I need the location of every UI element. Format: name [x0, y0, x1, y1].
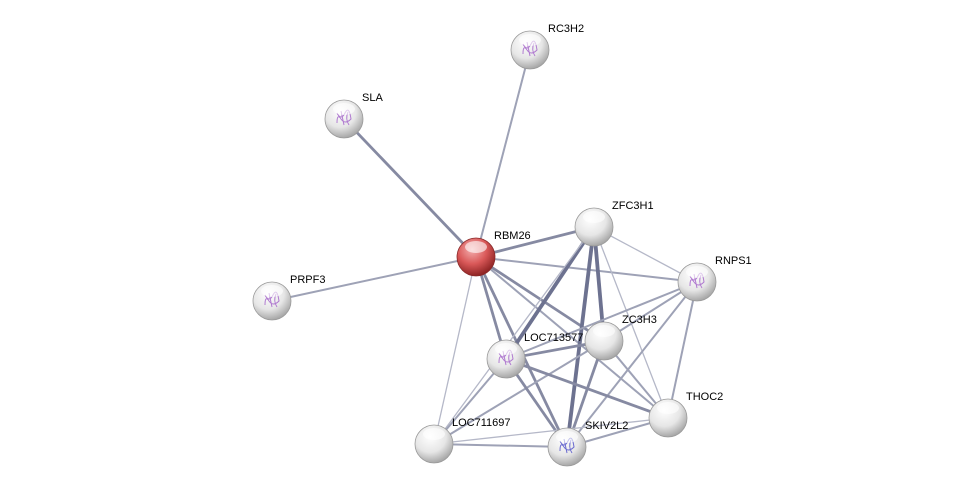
node-highlight — [333, 103, 355, 115]
node-prpf3[interactable] — [252, 281, 292, 321]
edge-skiv2l2-loc711697[interactable] — [433, 443, 568, 448]
edge-zfc3h1-thoc2[interactable] — [593, 226, 669, 419]
node-label-loc711697: LOC711697 — [452, 417, 511, 429]
node-thoc2[interactable] — [648, 398, 688, 438]
node-loc711697[interactable] — [414, 424, 454, 464]
node-label-zc3h3: ZC3H3 — [622, 314, 657, 326]
node-zc3h3[interactable] — [584, 321, 624, 361]
node-loc713577[interactable] — [486, 339, 526, 379]
node-zfc3h1[interactable] — [574, 207, 614, 247]
node-highlight — [423, 428, 445, 440]
node-highlight — [657, 402, 679, 414]
node-skiv2l2[interactable] — [547, 427, 587, 467]
edge-rbm26-sla[interactable] — [342, 118, 478, 258]
node-highlight — [495, 343, 517, 355]
node-label-rc3h2: RC3H2 — [548, 23, 584, 35]
edge-zfc3h1-skiv2l2[interactable] — [565, 226, 596, 448]
edge-rnps1-skiv2l2[interactable] — [566, 281, 698, 448]
node-highlight — [519, 34, 541, 46]
node-highlight — [465, 241, 487, 253]
edge-rbm26-rnps1[interactable] — [475, 256, 698, 283]
node-label-zfc3h1: ZFC3H1 — [612, 200, 654, 212]
node-label-thoc2: THOC2 — [686, 391, 723, 403]
edge-rbm26-prpf3[interactable] — [271, 256, 477, 302]
node-label-loc713577: LOC713577 — [524, 332, 583, 344]
edge-rnps1-thoc2[interactable] — [667, 281, 698, 419]
node-highlight — [583, 211, 605, 223]
node-label-prpf3: PRPF3 — [290, 274, 325, 286]
node-highlight — [593, 325, 615, 337]
edge-rbm26-thoc2[interactable] — [475, 256, 669, 419]
node-rc3h2[interactable] — [510, 30, 550, 70]
node-label-rbm26: RBM26 — [494, 230, 531, 242]
node-label-sla: SLA — [362, 92, 383, 104]
edge-rbm26-loc711697[interactable] — [433, 256, 477, 445]
node-label-rnps1: RNPS1 — [715, 255, 752, 267]
edge-rnps1-loc713577[interactable] — [505, 281, 698, 360]
edge-loc713577-thoc2[interactable] — [505, 357, 669, 420]
node-rbm26[interactable] — [456, 237, 496, 277]
node-label-skiv2l2: SKIV2L2 — [585, 420, 628, 432]
edge-rbm26-zfc3h1[interactable] — [475, 225, 595, 259]
node-sla[interactable] — [324, 99, 364, 139]
node-rnps1[interactable] — [677, 262, 717, 302]
edge-zfc3h1-loc713577[interactable] — [504, 225, 596, 361]
node-highlight — [261, 285, 283, 297]
edge-zfc3h1-rnps1[interactable] — [593, 226, 698, 283]
edge-zfc3h1-loc711697[interactable] — [433, 226, 595, 445]
edge-thoc2-loc711697[interactable] — [433, 417, 669, 445]
edge-rbm26-rc3h2[interactable] — [475, 49, 531, 258]
node-highlight — [556, 431, 578, 443]
edge-zc3h3-loc711697[interactable] — [433, 340, 605, 445]
node-highlight — [686, 266, 708, 278]
